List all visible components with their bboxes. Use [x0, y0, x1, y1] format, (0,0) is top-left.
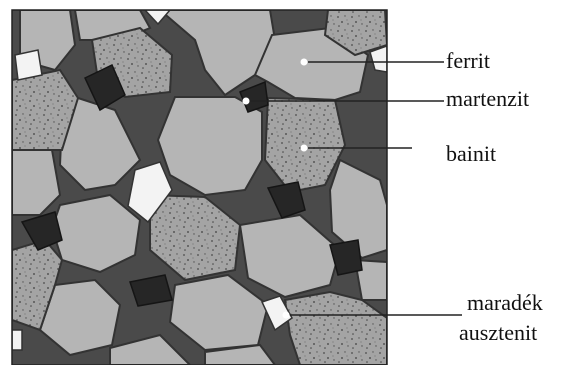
label-martenzit: martenzit: [446, 88, 529, 110]
ferrit-marker: [301, 59, 308, 66]
label-bainit: bainit: [446, 143, 496, 165]
martenzit-marker: [243, 98, 250, 105]
label-ferrit: ferrit: [446, 50, 490, 72]
retained-austenite: [15, 50, 42, 80]
label-maradek: maradék: [467, 292, 543, 314]
label-ausztenit: ausztenit: [459, 322, 537, 344]
retained-austenite: [12, 330, 22, 350]
maradek-ausztenit-marker: [283, 312, 290, 319]
bainit-marker: [301, 145, 308, 152]
